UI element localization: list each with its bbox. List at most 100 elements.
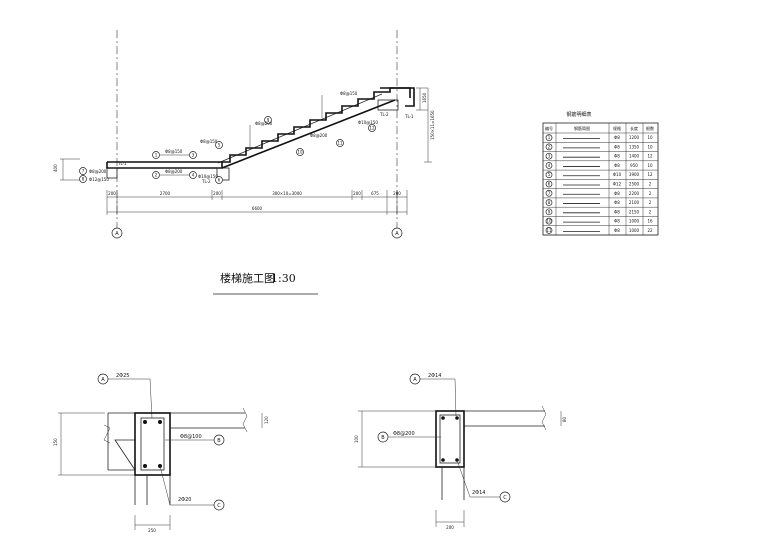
dim-text: 400 — [53, 164, 58, 172]
table-title: 钢筋明细表 — [566, 111, 591, 118]
dim-text: 150 — [53, 438, 58, 446]
rebar-bubble — [368, 124, 376, 132]
top-beam-tl1 — [377, 99, 399, 111]
break-line — [103, 424, 111, 444]
bubble-text: 4 — [192, 173, 195, 178]
rebar-label: Φ8@200 — [255, 121, 273, 126]
dim-text: 100 — [354, 435, 359, 443]
rebar-dot — [158, 420, 162, 424]
bubble-text: B — [381, 435, 385, 441]
stair-steps — [222, 87, 411, 163]
table-header: 规格 — [613, 125, 621, 131]
table-cell: 2100 — [629, 200, 640, 205]
beam-detail-1: A 2Φ25 Φ8@100 B 2Φ20 C 150 120 — [53, 373, 269, 533]
beam-detail-2: A 2Φ14 B Φ8@200 2Φ14 C 100 80 200 — [354, 373, 567, 530]
row-number: 9 — [548, 209, 551, 214]
bubble-text: 11 — [337, 141, 343, 146]
bubble-text: 5 — [218, 143, 221, 148]
haunch — [114, 439, 136, 471]
table-header: 根数 — [646, 125, 654, 131]
bubble-text: C — [217, 503, 221, 509]
top-landing-beam — [380, 87, 415, 107]
table-cell: 2 — [649, 200, 652, 205]
leader-line — [420, 378, 457, 417]
rebar-label: Φ12@150 — [89, 177, 109, 182]
break-line — [242, 407, 248, 433]
dim-text: 200 — [393, 191, 401, 196]
table-cell: 2150 — [629, 209, 640, 214]
dim-text: 200 — [108, 191, 116, 196]
dim-text: 200 — [446, 525, 454, 530]
row-number-bubble — [545, 189, 553, 197]
table-cell: 2500 — [629, 182, 640, 187]
rebar-bubble — [189, 151, 197, 159]
table-cell: Φ8 — [614, 191, 620, 196]
bubble-text: B — [217, 438, 221, 444]
table-cell: Φ12 — [613, 182, 622, 187]
dim-text: 120 — [264, 416, 269, 424]
stirrup-label: Φ8@200 — [393, 431, 415, 437]
stirrup-label: Φ8@100 — [180, 434, 202, 440]
bubble-text: 1 — [155, 153, 158, 158]
row-number-bubble — [545, 171, 553, 179]
detail-bubble — [213, 499, 225, 511]
dim-text: 675 — [371, 191, 379, 196]
rebar-label: Φ8@200 — [165, 169, 183, 174]
drawing-title: 楼梯施工图 — [220, 271, 275, 285]
table-cell: 2 — [649, 209, 652, 214]
stirrup — [140, 417, 165, 471]
rebar-bubble — [296, 148, 304, 156]
rebar-dot — [143, 420, 147, 424]
dim-text: 80 — [562, 416, 567, 422]
row-number-bubble — [545, 199, 553, 206]
table-header: 编号 — [545, 125, 553, 131]
table-cell: 3900 — [629, 172, 640, 177]
table-cell: Φ8 — [614, 154, 620, 159]
table-cell: 12 — [647, 172, 653, 177]
axis-label: A — [115, 231, 119, 237]
row-number: 4 — [548, 163, 551, 168]
table-cell: Φ8 — [614, 144, 620, 149]
row-number: 6 — [548, 182, 551, 187]
rebar-dot — [143, 464, 147, 468]
table-cell: 2 — [649, 182, 652, 187]
leader-line — [108, 378, 153, 419]
table-cell: Φ8 — [614, 200, 620, 205]
rebar-bubble — [152, 171, 160, 179]
rebar-bubble — [215, 141, 223, 149]
rebar-bubble — [264, 116, 272, 124]
table-cell: Φ8 — [614, 228, 620, 233]
bottom-beam-tl2 — [216, 167, 230, 181]
dim-text: 150×11=1650 — [430, 110, 435, 140]
rebar-bubble — [152, 151, 160, 159]
table-cell: 16 — [647, 219, 653, 224]
bubble-text: 2 — [155, 173, 158, 178]
table-cell: 1400 — [629, 154, 640, 159]
table-header: 长度 — [630, 125, 638, 131]
axis-bubble-left — [111, 227, 123, 239]
dim-text: 6600 — [252, 206, 263, 211]
tl-label: TL-2 — [379, 112, 389, 117]
row-number: 7 — [548, 191, 551, 196]
bubble-text: 12 — [369, 126, 375, 131]
table-cell: 950 — [630, 163, 638, 168]
table-cell: 1200 — [629, 135, 640, 140]
table-cell: 10 — [647, 163, 653, 168]
bubble-text: A — [413, 377, 417, 383]
table-frame — [542, 122, 659, 236]
bubble-text: 7 — [82, 169, 85, 174]
tl-label: TL-1 — [117, 161, 127, 166]
axis-label: A — [395, 231, 399, 237]
dim-text: 300×10=3000 — [272, 191, 302, 196]
row-number: 10 — [546, 219, 552, 224]
rebar-label: 2Φ14 — [428, 373, 441, 379]
bubble-text: 10 — [297, 150, 303, 155]
rebar-dot — [441, 416, 445, 420]
row-number: 11 — [546, 228, 552, 233]
drawing-scale: 1:30 — [271, 272, 296, 285]
rebar-label: Φ8@150 — [200, 139, 218, 144]
rebar-label: 2Φ25 — [116, 373, 129, 379]
bubble-text: 8 — [82, 177, 85, 182]
